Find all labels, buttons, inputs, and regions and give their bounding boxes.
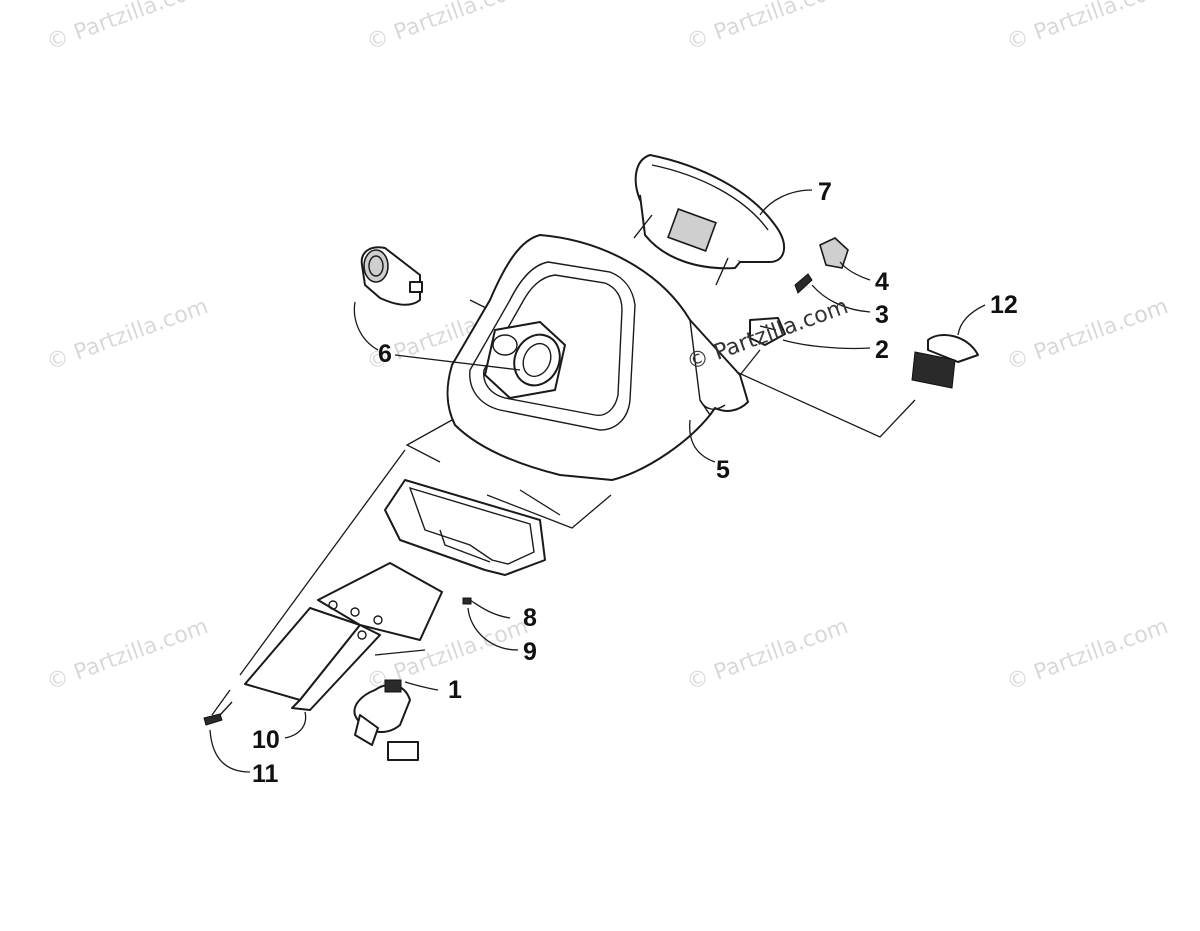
push-rivet	[203, 701, 233, 726]
watermark: © Partzilla.com	[44, 0, 212, 56]
callout-9: 9	[523, 638, 537, 666]
watermark: © Partzilla.com	[44, 294, 212, 376]
ignition-switch	[353, 679, 419, 761]
callout-10: 10	[252, 726, 280, 754]
mounting-bracket	[244, 562, 443, 711]
watermark: © Partzilla.com	[1004, 614, 1172, 696]
watermark: © Partzilla.com	[684, 614, 852, 696]
watermark: © Partzilla.com	[684, 294, 852, 376]
callout-11: 11	[252, 760, 279, 788]
ignition-key-group	[749, 237, 849, 346]
watermark: © Partzilla.com	[44, 614, 212, 696]
callout-8: 8	[523, 604, 537, 632]
watermark: © Partzilla.com	[364, 0, 532, 56]
callout-2: 2	[875, 336, 889, 364]
power-outlet	[360, 246, 423, 306]
rocker-switch	[911, 334, 979, 389]
watermark: © Partzilla.com	[684, 0, 852, 56]
callout-6: 6	[378, 340, 392, 368]
callout-5: 5	[716, 456, 730, 484]
speedometer-gauge	[633, 154, 785, 286]
callout-7: 7	[818, 178, 832, 206]
dash-pod-housing	[446, 234, 749, 481]
bezel-clip	[462, 597, 472, 605]
watermark: © Partzilla.com	[1004, 0, 1172, 56]
callout-1: 1	[448, 676, 462, 704]
watermark: © Partzilla.com	[1004, 294, 1172, 376]
callout-numbers: 7 4 3 2 12 5 6 8 9 1 10 11	[252, 178, 1018, 788]
dash-bezel	[384, 479, 546, 576]
callout-leaders	[209, 189, 986, 773]
callout-3: 3	[875, 301, 889, 329]
callout-12: 12	[990, 291, 1018, 319]
callout-4: 4	[875, 268, 889, 296]
